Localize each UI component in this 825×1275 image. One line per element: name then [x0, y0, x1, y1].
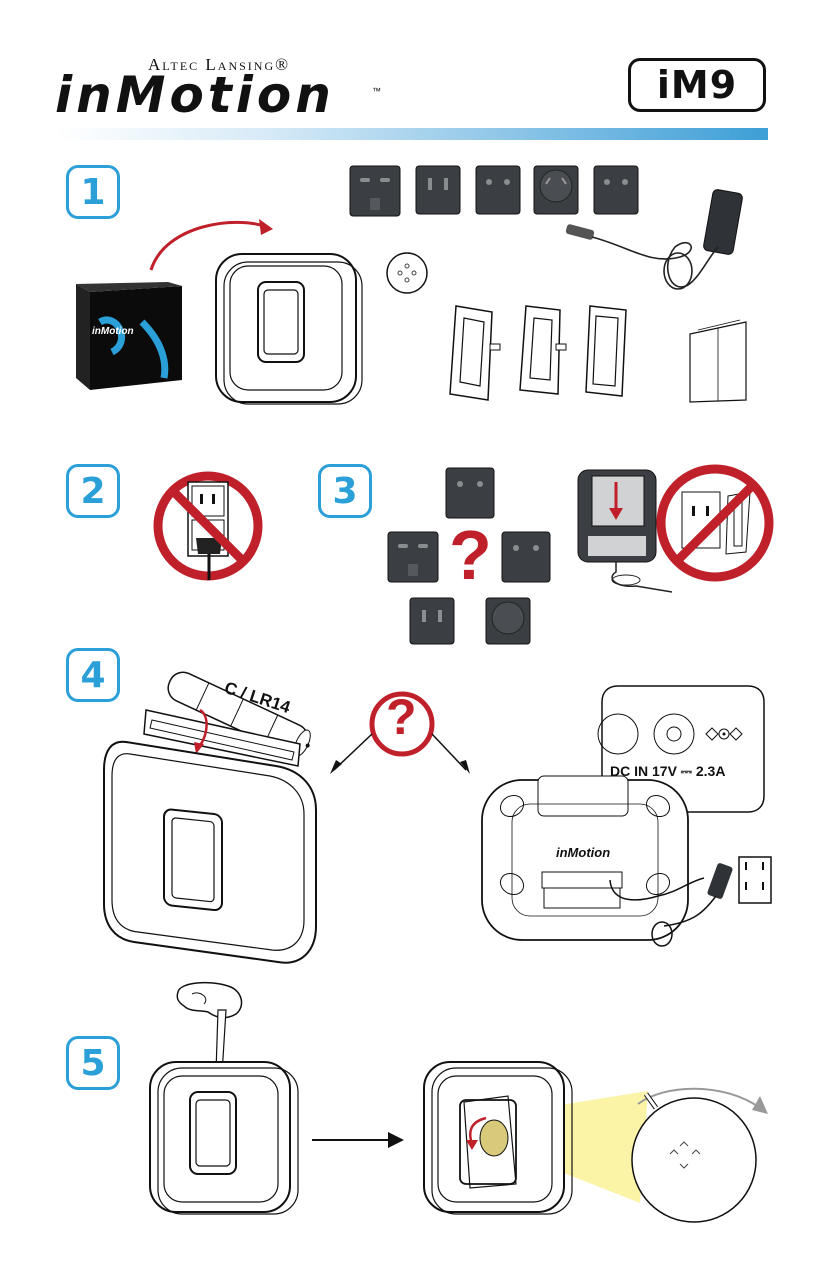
speaker-device-icon [215, 253, 363, 405]
device-back-logo: inMotion [556, 845, 611, 860]
box-logo: inMotion [92, 326, 134, 337]
plug-adapter-bottom-left-icon [409, 597, 455, 645]
power-adapter-cable-icon [565, 189, 743, 290]
dock-insert-3-icon [585, 305, 627, 397]
no-plug-warning-icon [153, 471, 263, 581]
step-3-badge: 3 [318, 464, 372, 518]
brand-subtitle: Altec Lansing® [148, 55, 291, 74]
hand-pull-tab-icon [176, 981, 243, 1075]
plug-adapter-eu-icon [349, 165, 401, 217]
plug-adapter-left-icon [387, 531, 439, 583]
speaker-battery-compartment-icon [103, 708, 317, 964]
next-arrow-icon [312, 1132, 404, 1148]
step-2-badge: 2 [66, 464, 120, 518]
plug-adapter-us-icon [415, 165, 461, 215]
header-gradient-bar [56, 128, 768, 140]
dc-input-label: DC IN 17V ⎓ 2.3A [610, 763, 726, 779]
plug-adapter-right-icon [501, 531, 551, 583]
dock-insert-1-icon [449, 305, 501, 401]
wall-outlet-icon [738, 856, 772, 904]
speaker-step5-icon [149, 1061, 299, 1215]
brand-title: inMotion [55, 66, 335, 124]
unbox-arrow-icon [149, 219, 273, 271]
no-direct-outlet-warning-icon [656, 464, 774, 582]
plug-adapter-euro-round-icon [475, 165, 521, 215]
model-badge: iM9 [628, 58, 766, 112]
step-1-badge: 1 [66, 165, 120, 219]
wall-charger-icon [651, 863, 733, 947]
plug-adapter-au-icon [533, 165, 579, 215]
remote-enlarged-icon [631, 1087, 768, 1223]
product-box-icon [76, 282, 182, 390]
adapter-attach-icon [577, 469, 673, 593]
trademark-symbol: ™ [372, 86, 381, 96]
step4-question-mark: ? [386, 689, 417, 745]
remote-disc-icon [386, 252, 428, 294]
step3-question-mark: ? [449, 516, 492, 594]
dock-insert-2-icon [519, 305, 567, 395]
plug-adapter-bottom-right-icon [485, 597, 531, 645]
step-5-badge: 5 [66, 1036, 120, 1090]
user-manual-icon [689, 319, 747, 403]
choice-question-icon [330, 691, 470, 774]
step-4-badge: 4 [66, 648, 120, 702]
plug-adapter-uk-icon [593, 165, 639, 215]
speaker-open-step5-icon [423, 1061, 573, 1215]
speaker-back-icon [481, 775, 705, 941]
plug-adapter-top-icon [445, 467, 495, 519]
